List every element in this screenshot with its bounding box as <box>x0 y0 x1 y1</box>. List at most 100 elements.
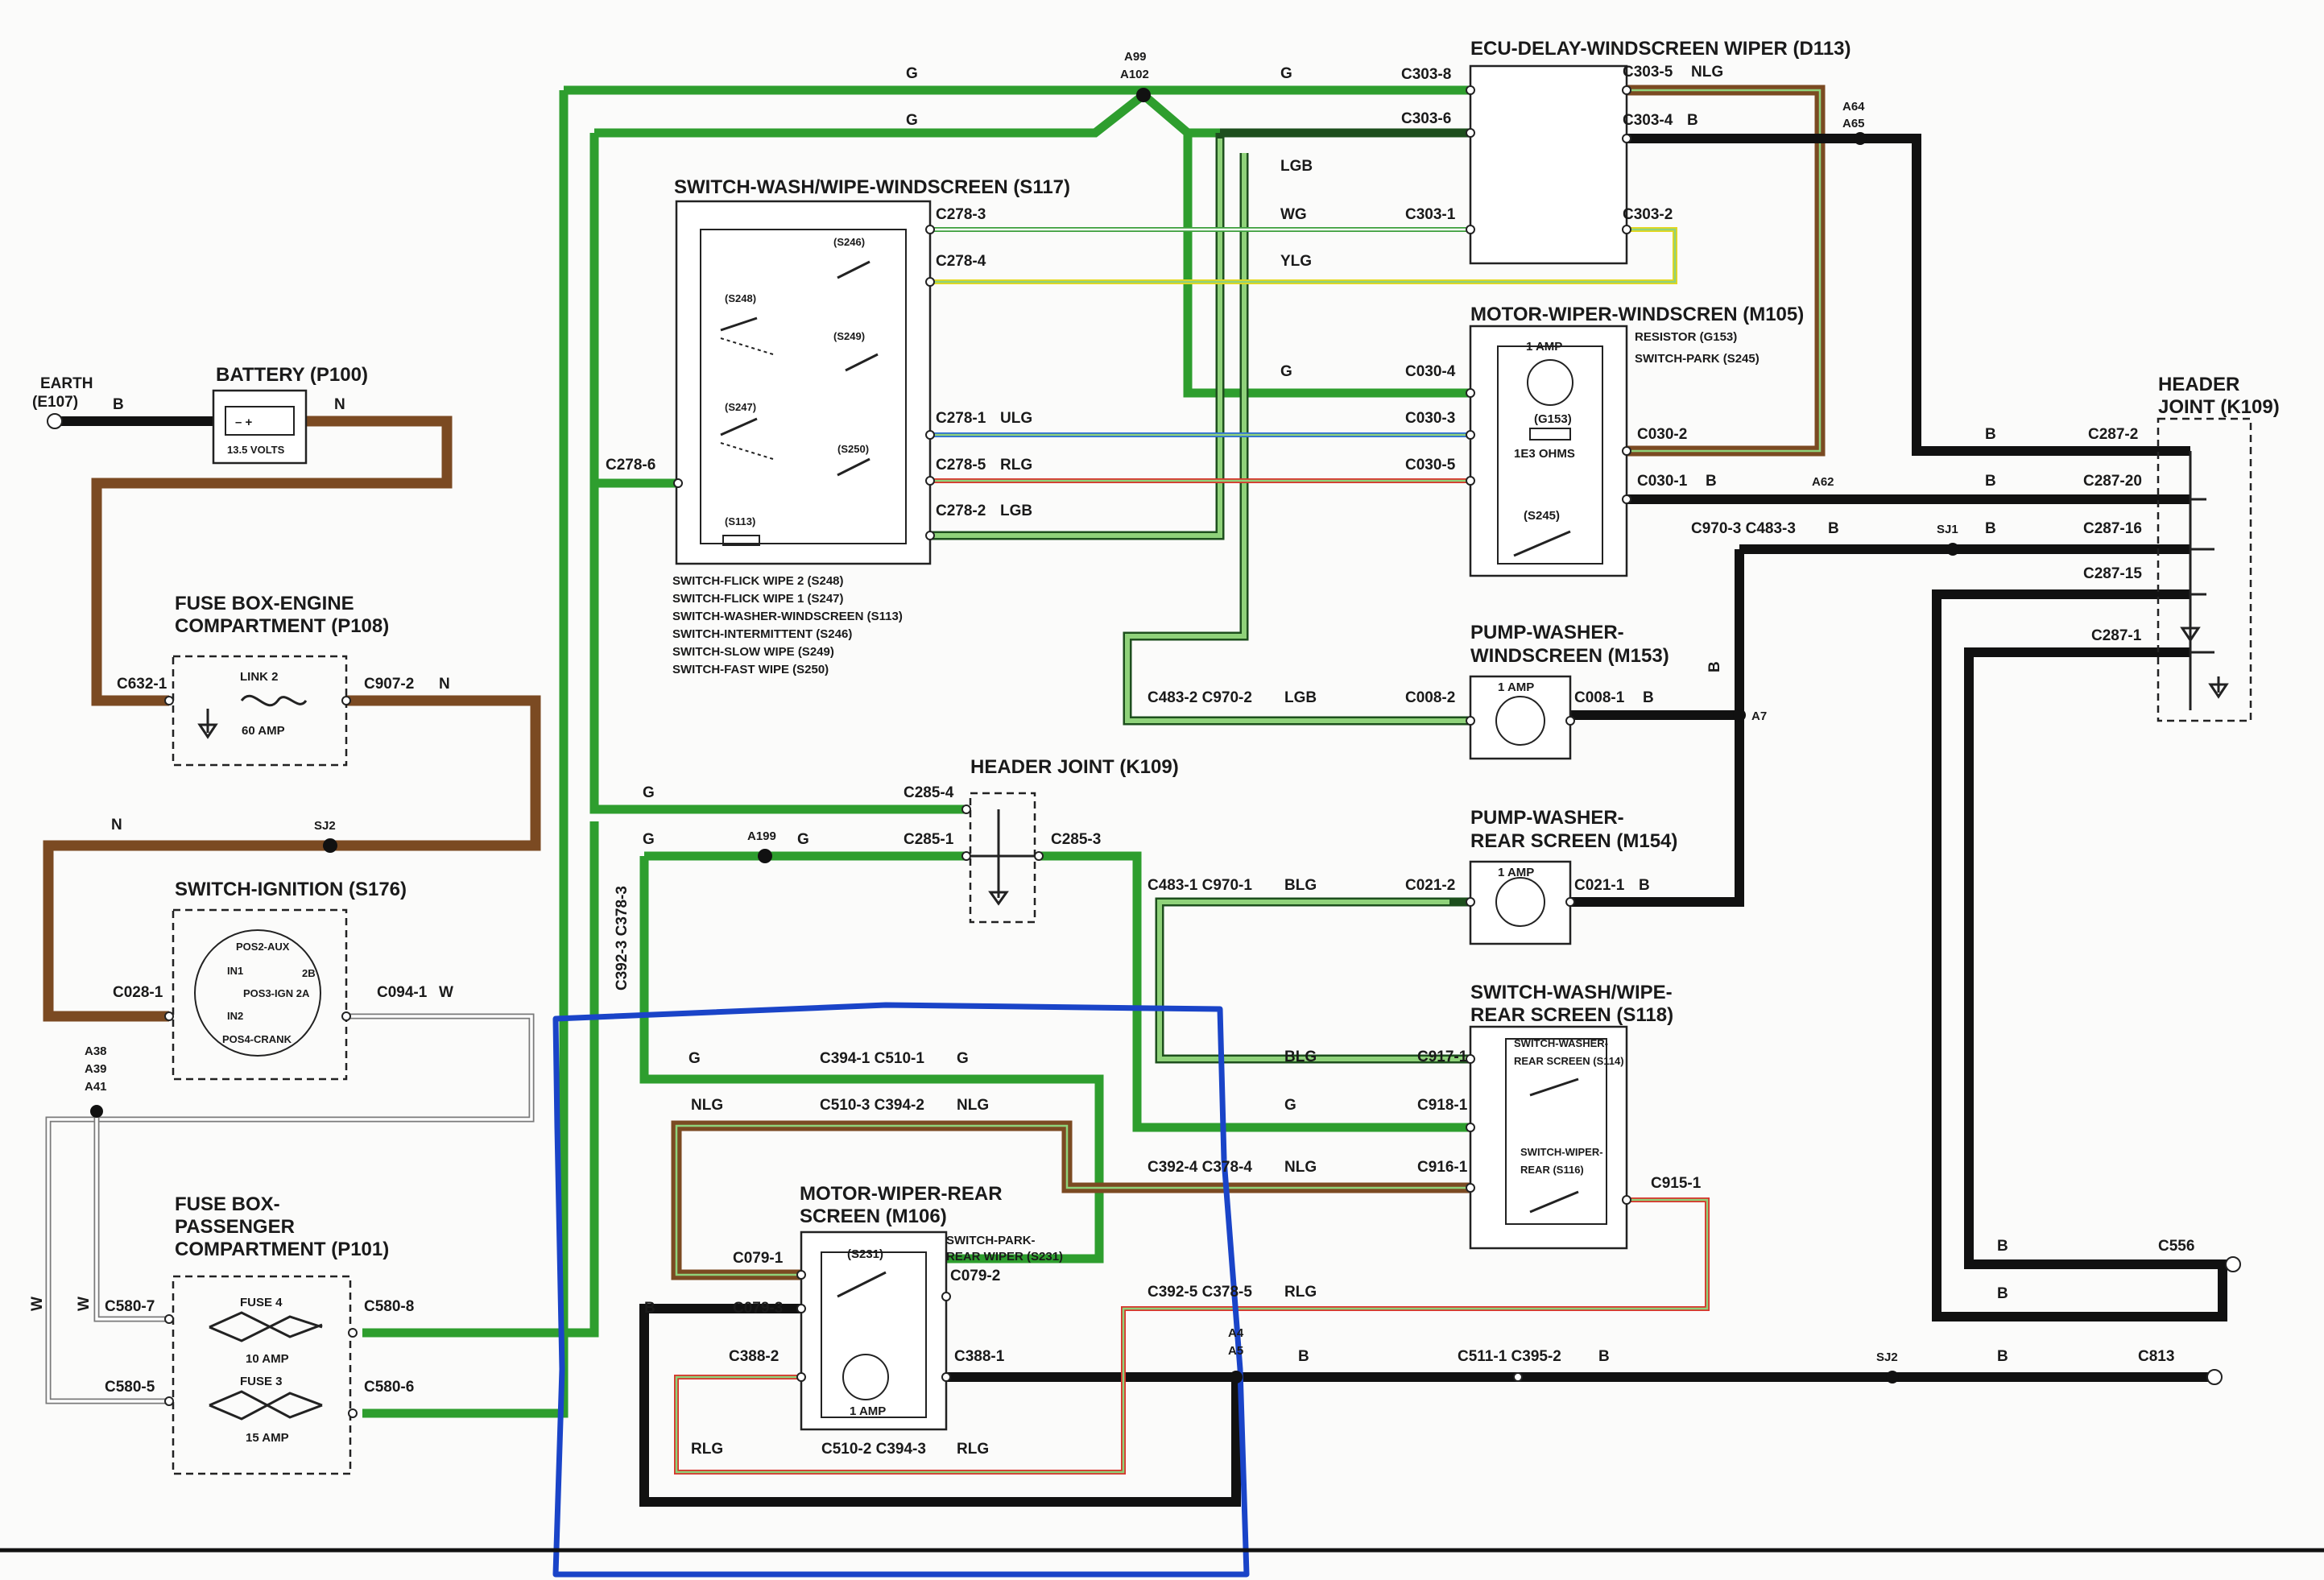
legend-line: SWITCH-INTERMITTENT (S246) <box>672 627 852 641</box>
wire-label: W <box>76 1297 93 1311</box>
pump-rs-motor <box>1495 877 1545 927</box>
wire-label: W <box>29 1297 46 1311</box>
wire-label: ULG <box>1000 410 1032 427</box>
ecu-box <box>1469 64 1628 265</box>
connector-label: C285-3 <box>1051 831 1101 848</box>
connector-label: C094-1 <box>377 984 428 1001</box>
switch-rs-title2: REAR SCREEN (S118) <box>1470 1004 1673 1026</box>
wire-b-c287-16 <box>1570 544 2190 907</box>
wire-label: RLG <box>1000 457 1032 474</box>
fuse-link2-element <box>240 694 308 707</box>
connector-label: C303-1 <box>1405 206 1456 223</box>
wire-label: G <box>689 1050 701 1067</box>
motor-ws-note2: SWITCH-PARK (S245) <box>1635 352 1760 366</box>
switch-legend: SWITCH-FLICK WIPE 2 (S248) SWITCH-FLICK … <box>672 574 903 676</box>
connector-label: C303-8 <box>1401 66 1451 83</box>
battery: – + BATTERY (P100) 13.5 VOLTS <box>212 364 368 465</box>
wire-g-header-k109 <box>589 483 966 814</box>
wire-label: G <box>906 112 918 129</box>
connector-label: C392-5 C378-5 <box>1148 1284 1252 1301</box>
connector-label: C278-4 <box>936 253 986 270</box>
header-joint-k109-right: HEADER JOINT (K109) <box>2157 374 2280 722</box>
switch-s248 <box>720 316 758 332</box>
ground-arrow-icon <box>2180 620 2201 643</box>
wire-label: RLG <box>691 1441 723 1458</box>
splice-node <box>90 1105 103 1118</box>
battery-volts: 13.5 VOLTS <box>227 444 285 456</box>
switch-s249 <box>845 353 879 372</box>
connector-label: C580-8 <box>364 1298 414 1315</box>
wire-label: B <box>1598 1348 1610 1365</box>
connector-label: C021-2 <box>1405 877 1455 894</box>
connector-label: C287-20 <box>2083 473 2142 490</box>
legend-line: SWITCH-SLOW WIPE (S249) <box>672 645 834 659</box>
connector-label: C028-1 <box>113 984 163 1001</box>
wire-label: LGB <box>1284 689 1317 706</box>
terminal <box>341 1011 351 1021</box>
connector-label: C916-1 <box>1417 1159 1468 1176</box>
fuse-box-passenger: FUSE BOX- PASSENGER COMPARTMENT (P101) F… <box>172 1193 389 1475</box>
connector-label: C510-3 C394-2 <box>820 1097 924 1114</box>
wire-label: B <box>1997 1285 2008 1302</box>
wire-label: B <box>1997 1348 2008 1365</box>
pump-washer-windscreen: PUMP-WASHER- WINDSCREEN (M153) 1 AMP <box>1469 622 1669 760</box>
connector-label: C388-1 <box>954 1348 1005 1365</box>
wire-label: YLG <box>1280 253 1312 270</box>
motor-ws-res: (G153) <box>1534 412 1572 426</box>
switch-rs-title1: SWITCH-WASH/WIPE- <box>1470 982 1673 1003</box>
terminal <box>341 696 351 705</box>
fuse-link-amp: 60 AMP <box>242 724 285 738</box>
earth-terminal <box>47 413 63 429</box>
ground-arrow-icon <box>2208 676 2229 699</box>
fuse4-amp: 10 AMP <box>246 1352 289 1366</box>
label-s247: (S247) <box>725 401 756 413</box>
terminal <box>1466 897 1475 907</box>
terminal <box>1466 716 1475 726</box>
terminals <box>164 85 2241 1418</box>
pump-rs-title1: PUMP-WASHER- <box>1470 807 1624 829</box>
wire-label: NLG <box>1284 1159 1317 1176</box>
wire-label: B <box>1687 112 1698 129</box>
connector-label: C030-4 <box>1405 363 1456 380</box>
splice-node <box>1733 709 1746 722</box>
connector-label: C303-2 <box>1623 206 1673 223</box>
splice-label: A99 <box>1124 50 1147 64</box>
wire-b-c287-1 <box>1964 647 2223 1269</box>
wire-label: WG <box>1280 206 1307 223</box>
connector-label: C278-3 <box>936 206 986 223</box>
wire-label: G <box>643 831 655 848</box>
wire-label: N <box>111 817 122 833</box>
connector-label: C303-5 <box>1623 64 1673 81</box>
wire-label: RLG <box>957 1441 989 1458</box>
wire-label: G <box>1280 65 1292 82</box>
wire-b-ecu <box>1627 134 2190 456</box>
motor-rs-title2: SCREEN (M106) <box>800 1206 947 1227</box>
wire-label: N <box>439 676 450 693</box>
wire-nlg-rear <box>671 1120 1470 1280</box>
connector-label: C079-3 <box>733 1300 783 1317</box>
splice-label: A38 <box>85 1044 107 1058</box>
wire-label: B <box>1985 520 1996 537</box>
connector-label: C278-2 <box>936 503 986 519</box>
terminal-eyelet-c556 <box>2225 1256 2241 1272</box>
switch-ws-inner <box>700 229 907 544</box>
wire-n-fuse-link <box>43 695 541 1022</box>
fuse-pass-title2: PASSENGER <box>175 1216 295 1238</box>
wire-label: B <box>1985 426 1996 443</box>
switch-wash-wipe-windscreen: SWITCH-WASH/WIPE-WINDSCREEN (S117) (S246… <box>674 176 1070 565</box>
switch-s250 <box>837 457 870 477</box>
connector-label: C580-7 <box>105 1298 155 1315</box>
legend-line: SWITCH-FLICK WIPE 2 (S248) <box>672 574 844 588</box>
pump-rs-title2: REAR SCREEN (M154) <box>1470 830 1677 852</box>
wire-label: NLG <box>1691 64 1723 81</box>
wire-g-c285-3 <box>1039 851 1470 1132</box>
pump-ws-title1: PUMP-WASHER- <box>1470 622 1624 643</box>
connector-label: C510-2 C394-3 <box>821 1441 926 1458</box>
switch-s113-element <box>722 535 760 546</box>
switch-s246 <box>837 260 870 279</box>
motor-rs-inner <box>821 1251 927 1418</box>
terminal <box>1466 225 1475 234</box>
motor-rs-s231: (S231) <box>847 1247 883 1261</box>
connector-label: C287-1 <box>2091 627 2142 644</box>
fuse-link-label: LINK 2 <box>240 670 279 684</box>
